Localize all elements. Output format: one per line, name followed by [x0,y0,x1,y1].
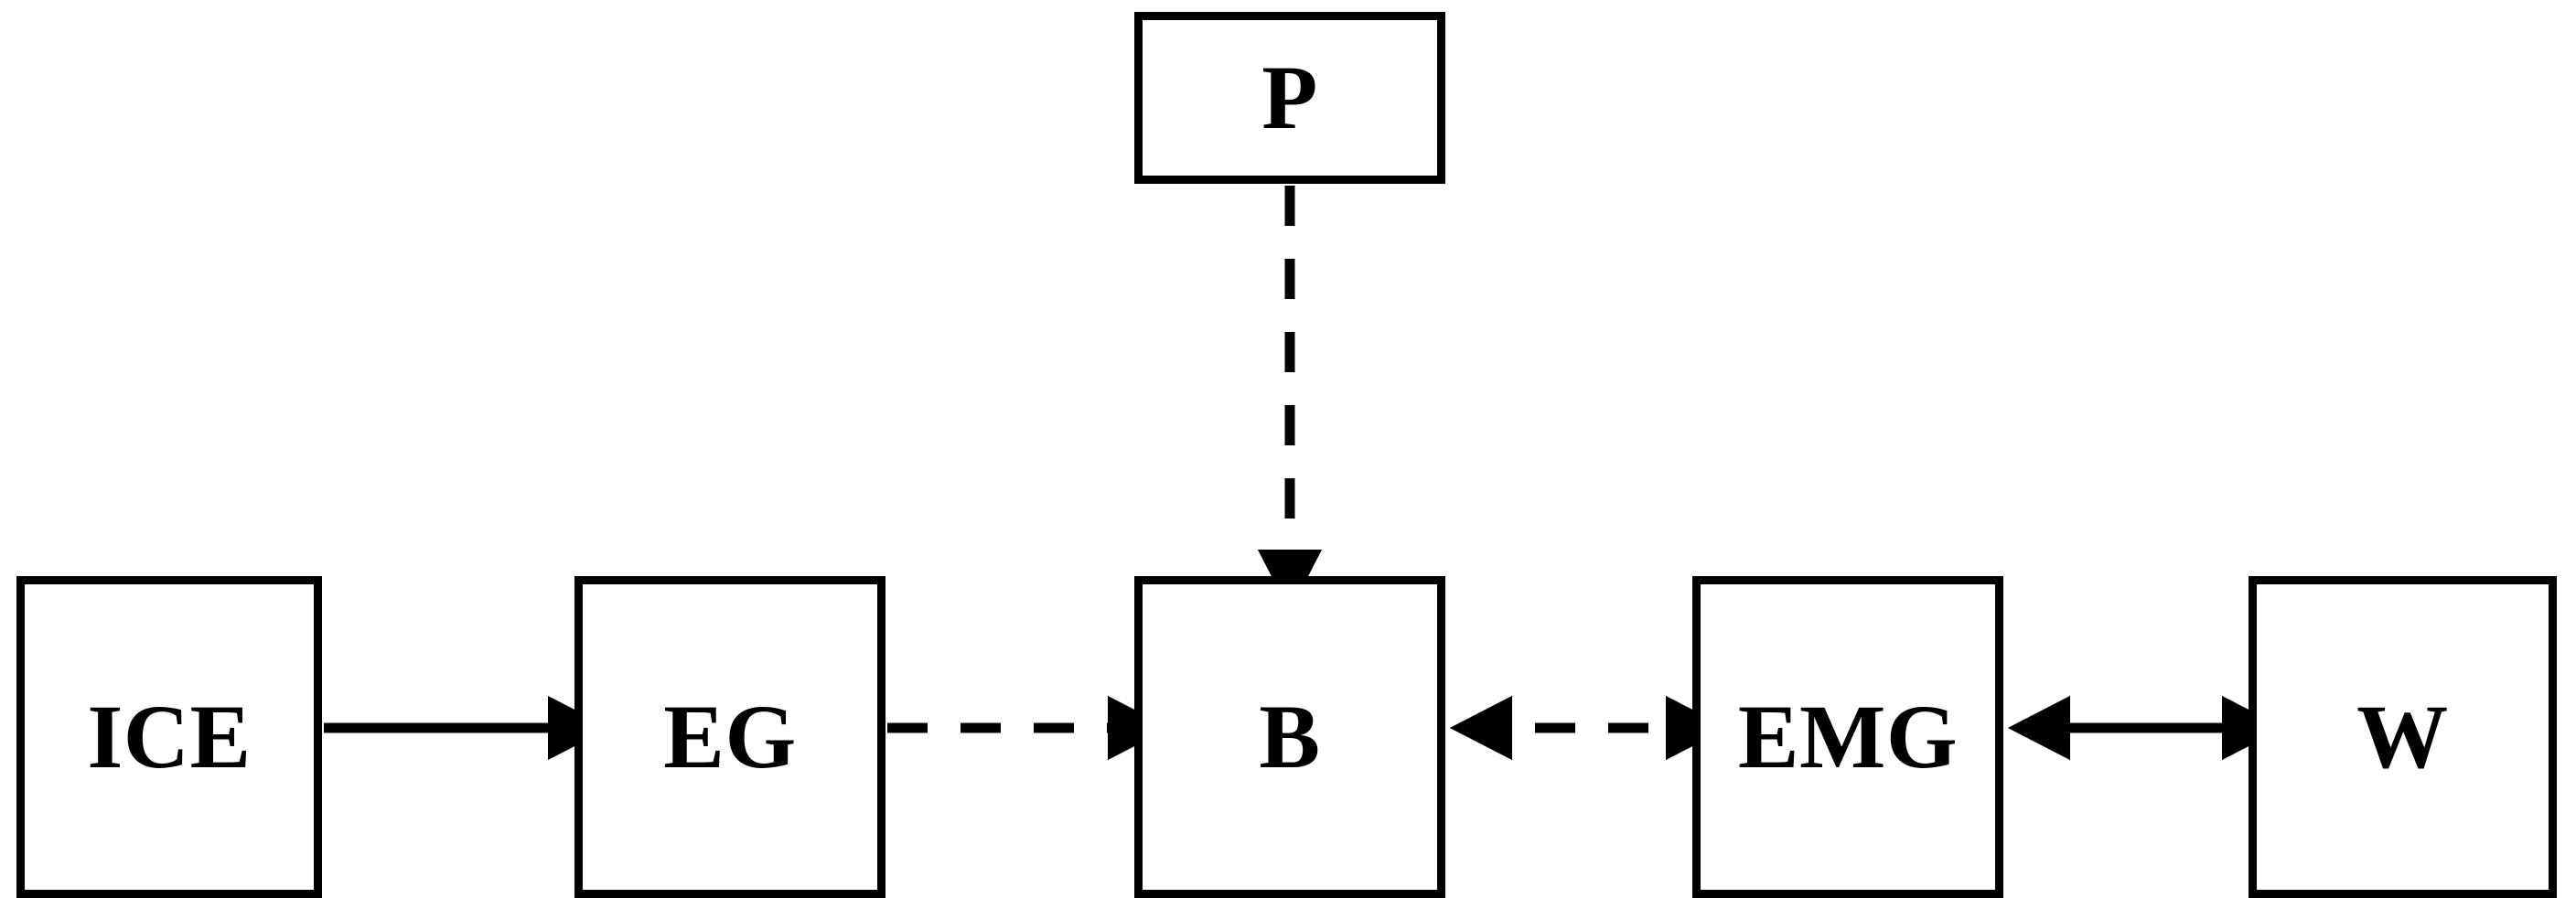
node-emg[interactable]: EMG [1692,576,2003,898]
node-p[interactable]: P [1134,12,1445,184]
node-eg[interactable]: EG [574,576,886,898]
node-b-label: B [1259,686,1321,787]
node-emg-label: EMG [1737,686,1959,787]
node-eg-label: EG [663,686,797,787]
node-b[interactable]: B [1134,576,1445,898]
node-w[interactable]: W [2249,576,2557,898]
node-ice-label: ICE [87,686,252,787]
node-ice[interactable]: ICE [16,576,322,898]
node-w-label: W [2356,686,2449,787]
node-p-label: P [1261,47,1318,148]
